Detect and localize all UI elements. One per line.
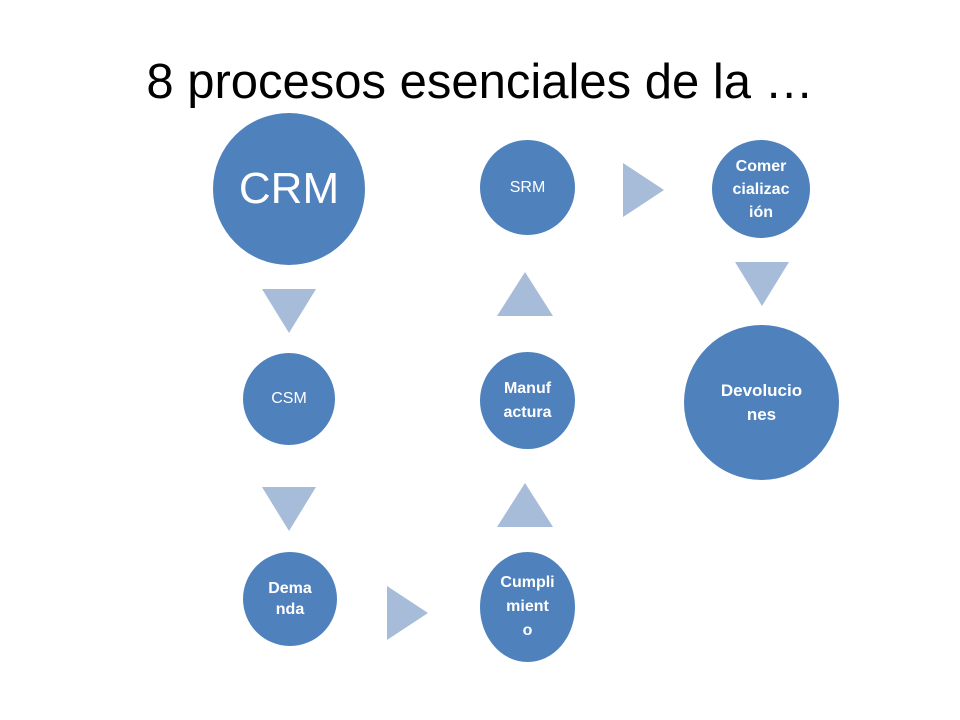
- slide-title: 8 procesos esenciales de la …: [146, 55, 814, 109]
- node-crm-label: CRM: [238, 164, 340, 213]
- arrow-csm-to-demanda: [262, 487, 316, 531]
- node-srm: SRM: [480, 140, 575, 235]
- arrow-crm-to-csm: [262, 289, 316, 333]
- node-cumplimiento-label: Cumpli mient o: [500, 574, 555, 639]
- arrow-manufactura-to-srm: [497, 272, 553, 316]
- arrow-cumplimiento-to-manufactura: [497, 483, 553, 527]
- node-csm: CSM: [243, 353, 335, 445]
- arrow-comercializacion-to-devoluciones: [735, 262, 789, 306]
- node-csm-label: CSM: [271, 390, 307, 407]
- node-crm: CRM: [213, 113, 365, 265]
- node-devoluciones: Devolucio nes: [684, 325, 839, 480]
- arrow-srm-to-comercializacion: [623, 163, 664, 217]
- node-srm-label: SRM: [509, 178, 546, 196]
- node-comercializacion: Comer cializac ión: [712, 140, 810, 238]
- node-manufactura-label: Manuf actura: [503, 379, 552, 421]
- node-comercializacion-label: Comer cializac ión: [732, 157, 790, 221]
- node-manufactura: Manuf actura: [480, 352, 575, 449]
- node-cumplimiento: Cumpli mient o: [480, 552, 575, 662]
- arrow-demanda-to-cumplimiento: [387, 586, 428, 640]
- node-devoluciones-label: Devolucio nes: [720, 380, 803, 424]
- node-demanda-label: Dema nda: [268, 580, 312, 618]
- node-demanda: Dema nda: [243, 552, 337, 646]
